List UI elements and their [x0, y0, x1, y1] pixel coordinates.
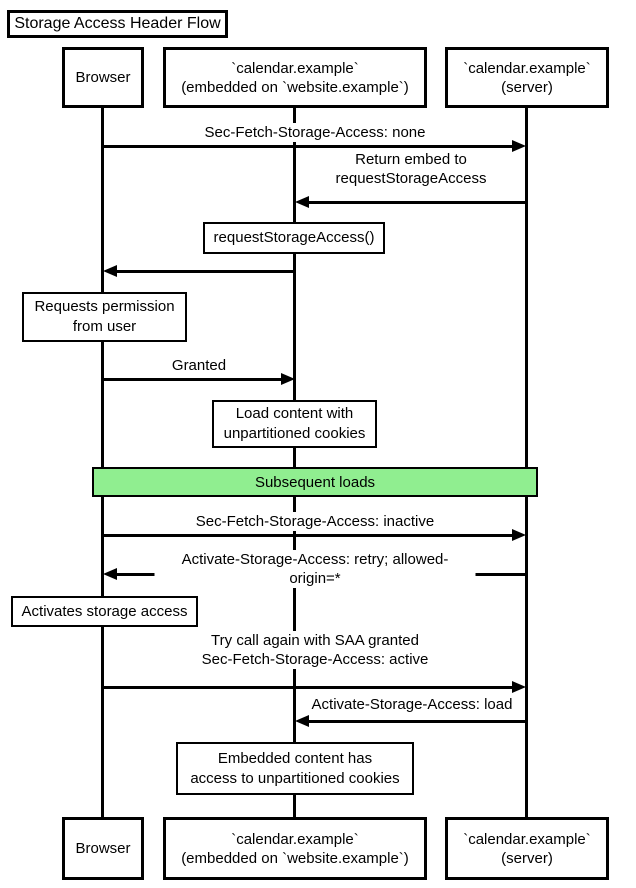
actor-server-bottom: `calendar.example` (server): [445, 817, 609, 880]
arrow-line: [103, 534, 512, 537]
lifeline-embed: [293, 108, 296, 817]
note-activates-storage-access: Activates storage access: [11, 596, 198, 627]
arrow-line: [307, 201, 526, 204]
arrow-line: [103, 686, 512, 689]
arrowhead-left-icon: [295, 715, 309, 727]
actor-browser-bottom: Browser: [62, 817, 144, 880]
actor-embed-top: `calendar.example` (embedded on `website…: [163, 47, 427, 108]
actor-browser-label: Browser: [75, 69, 131, 86]
message-label: Return embed to requestStorageAccess: [332, 150, 490, 188]
actor-embed-label: `calendar.example` (embedded on `website…: [181, 830, 409, 867]
message-label: Activate-Storage-Access: load: [308, 695, 516, 714]
message-label: Activate-Storage-Access: retry; allowed-…: [154, 550, 476, 588]
actor-embed-label: `calendar.example` (embedded on `website…: [181, 59, 409, 96]
arrow-line: [103, 145, 512, 148]
note-request-storage-access: requestStorageAccess(): [203, 222, 385, 254]
band-label: Subsequent loads: [254, 473, 376, 491]
actor-server-label: `calendar.example` (server): [463, 59, 591, 96]
lifeline-server: [525, 108, 528, 817]
actor-embed-bottom: `calendar.example` (embedded on `website…: [163, 817, 427, 880]
arrowhead-right-icon: [281, 373, 295, 385]
note-embedded-content: Embedded content has access to unpartiti…: [176, 742, 414, 795]
arrow-line: [307, 720, 526, 723]
subsequent-loads-band: Subsequent loads: [92, 467, 538, 497]
actor-server-label: `calendar.example` (server): [463, 830, 591, 867]
actor-server-top: `calendar.example` (server): [445, 47, 609, 108]
arrow-line: [103, 378, 283, 381]
message-label: Sec-Fetch-Storage-Access: none: [201, 123, 429, 142]
arrowhead-left-icon: [103, 568, 117, 580]
arrowhead-right-icon: [512, 681, 526, 693]
message-label: Granted: [168, 356, 230, 375]
diagram-title: Storage Access Header Flow: [7, 10, 228, 38]
actor-browser-top: Browser: [62, 47, 144, 108]
note-requests-permission: Requests permission from user: [22, 292, 187, 342]
arrowhead-right-icon: [512, 140, 526, 152]
note-load-content: Load content with unpartitioned cookies: [212, 400, 377, 448]
message-label: Sec-Fetch-Storage-Access: inactive: [192, 512, 438, 531]
arrowhead-right-icon: [512, 529, 526, 541]
arrow-line: [115, 270, 295, 273]
arrowhead-left-icon: [103, 265, 117, 277]
arrowhead-left-icon: [295, 196, 309, 208]
message-label: Try call again with SAA granted Sec-Fetc…: [198, 631, 432, 669]
actor-browser-label: Browser: [75, 840, 131, 857]
lifeline-browser: [101, 108, 104, 817]
